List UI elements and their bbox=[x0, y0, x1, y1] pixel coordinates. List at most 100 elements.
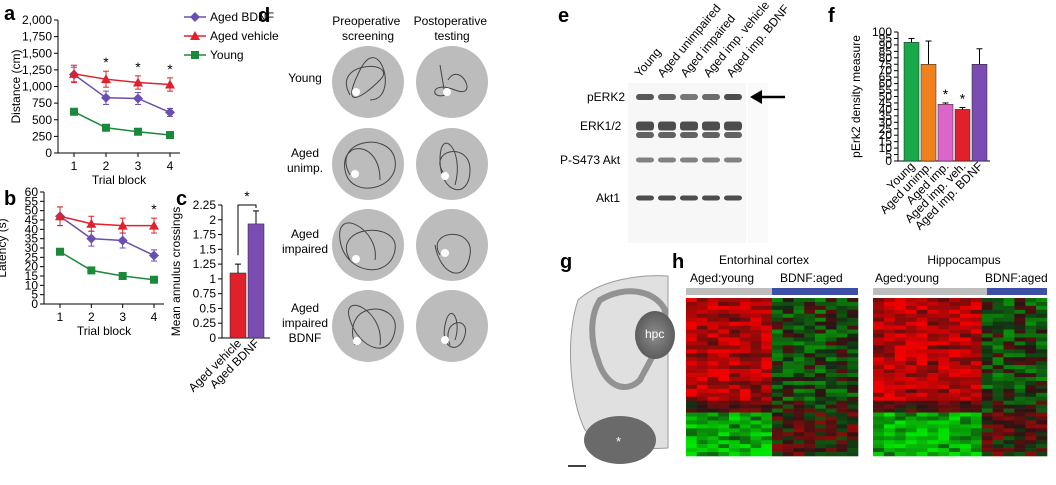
y-tick-label: 25 bbox=[879, 122, 893, 136]
heat-cell bbox=[1014, 377, 1026, 382]
heat-cell bbox=[873, 404, 885, 409]
heat-cell bbox=[981, 341, 993, 346]
heat-cell bbox=[815, 353, 827, 358]
y-tick-label: 75 bbox=[879, 57, 893, 71]
heat-cell bbox=[782, 396, 794, 401]
heat-cell bbox=[992, 337, 1004, 342]
heat-cell bbox=[883, 337, 896, 342]
heat-cell bbox=[707, 404, 719, 409]
heat-cell bbox=[750, 341, 762, 346]
heat-cell bbox=[707, 349, 719, 354]
heat-cell bbox=[707, 309, 719, 315]
heat-cell bbox=[1003, 305, 1015, 311]
d-col-header-0: Preoperative screening bbox=[332, 14, 403, 43]
heat-cell bbox=[927, 365, 939, 370]
heat-cell bbox=[696, 349, 708, 354]
heat-cell bbox=[729, 420, 741, 425]
heat-cell bbox=[1003, 298, 1015, 303]
heat-cell bbox=[1036, 309, 1048, 315]
heat-cell bbox=[825, 416, 837, 421]
heat-cell bbox=[772, 408, 784, 413]
heat-cell bbox=[949, 440, 961, 445]
heat-cell bbox=[938, 436, 950, 441]
y-tick-label: 20 bbox=[879, 128, 893, 142]
heat-cell bbox=[1025, 341, 1037, 346]
heat-cell bbox=[1025, 432, 1037, 437]
heat-cell bbox=[873, 377, 885, 382]
heat-cell bbox=[938, 444, 950, 449]
heat-cell bbox=[960, 341, 972, 346]
heat-cell bbox=[761, 365, 773, 370]
heat-cell bbox=[1014, 333, 1026, 338]
y-tick-label: 55 bbox=[879, 83, 893, 97]
heat-cell bbox=[707, 333, 719, 338]
heat-cell bbox=[992, 384, 1004, 390]
heat-cell bbox=[836, 321, 848, 326]
heat-cell bbox=[718, 388, 730, 394]
heat-cell bbox=[761, 353, 773, 358]
heat-cell bbox=[793, 333, 805, 338]
heat-cell bbox=[739, 365, 751, 370]
heat-cell bbox=[815, 452, 827, 457]
heat-cell bbox=[938, 448, 950, 453]
heat-cell bbox=[949, 432, 961, 437]
heat-cell bbox=[772, 392, 784, 398]
heat-cell bbox=[938, 432, 950, 437]
heat-cell bbox=[707, 361, 719, 366]
heat-cell bbox=[927, 341, 939, 346]
heat-cell bbox=[873, 305, 885, 311]
heat-cell bbox=[1014, 317, 1026, 322]
heat-cell bbox=[761, 452, 773, 457]
heat-cell bbox=[718, 353, 730, 358]
heat-cell bbox=[992, 333, 1004, 338]
heat-cell bbox=[696, 388, 708, 394]
protein-band bbox=[636, 132, 654, 138]
heat-cell bbox=[718, 380, 730, 386]
heat-cell bbox=[992, 424, 1004, 429]
heat-cell bbox=[883, 317, 896, 322]
y-axis-label: pErk2 density measure bbox=[849, 35, 863, 158]
heat-cell bbox=[718, 392, 730, 398]
heat-cell bbox=[793, 424, 805, 429]
heat-cell bbox=[949, 416, 961, 421]
heat-cell bbox=[916, 313, 928, 319]
heat-cell bbox=[815, 341, 827, 346]
maze-pool bbox=[332, 209, 404, 281]
heat-cell bbox=[804, 373, 816, 378]
heat-cell bbox=[949, 301, 961, 307]
heat-cell bbox=[883, 436, 896, 441]
heat-cell bbox=[772, 388, 784, 394]
protein-band bbox=[636, 195, 654, 201]
bar bbox=[247, 223, 265, 339]
heat-cell bbox=[905, 448, 917, 453]
heat-cell bbox=[1014, 384, 1026, 390]
heat-cell bbox=[707, 329, 719, 334]
heat-cell bbox=[938, 369, 950, 374]
heat-cell bbox=[960, 329, 972, 334]
h-band-blue-2 bbox=[987, 288, 1047, 295]
heat-cell bbox=[793, 373, 805, 378]
heat-cell bbox=[836, 337, 848, 342]
heat-cell bbox=[686, 440, 698, 445]
heat-cell bbox=[782, 436, 794, 441]
heat-cell bbox=[696, 325, 708, 330]
heat-cell bbox=[927, 309, 939, 315]
heat-cell bbox=[804, 298, 816, 303]
heat-cell bbox=[873, 298, 885, 303]
heat-cell bbox=[981, 309, 993, 315]
heat-cell bbox=[992, 353, 1004, 358]
heat-cell bbox=[772, 380, 784, 386]
heat-cell bbox=[772, 452, 784, 457]
heat-cell bbox=[718, 424, 730, 429]
heat-cell bbox=[804, 361, 816, 366]
heat-cell bbox=[894, 432, 906, 437]
heat-cell bbox=[905, 420, 917, 425]
heat-cell bbox=[729, 408, 741, 413]
significance-marker: * bbox=[151, 201, 157, 217]
heat-cell bbox=[847, 317, 859, 322]
heat-cell bbox=[949, 448, 961, 453]
heat-cell bbox=[981, 448, 993, 453]
heat-cell bbox=[981, 440, 993, 445]
heat-cell bbox=[960, 321, 972, 326]
